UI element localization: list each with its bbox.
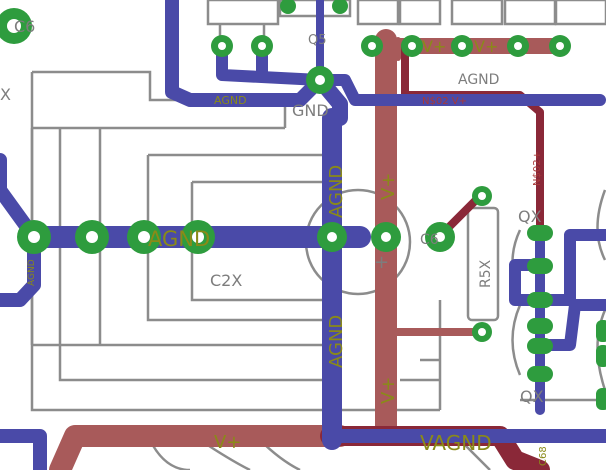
pad-agnd-1 xyxy=(17,220,51,254)
label-x-left: X xyxy=(0,85,11,104)
label-c6-mid: C6 xyxy=(420,232,439,248)
pad-resistor-top xyxy=(472,186,492,206)
label-c6-top-left: C6 xyxy=(14,17,35,36)
top-component-body-5 xyxy=(450,0,504,26)
pad-top-row-3 xyxy=(451,35,473,57)
pad-resistor-bottom xyxy=(472,322,492,342)
label-agnd-vertical-upper: AGND xyxy=(326,165,347,218)
label-qx-bottom: QX xyxy=(520,387,544,406)
top-component-body-7 xyxy=(554,0,606,26)
pad-cap-minus xyxy=(317,222,347,252)
agnd-left-trace xyxy=(0,153,41,307)
pad-q-2 xyxy=(527,258,553,274)
pad-q-5 xyxy=(527,338,553,354)
pads-layer xyxy=(0,0,606,410)
label-vagnd-bottom: VAGND xyxy=(420,431,492,455)
label-vplus-a: V+ xyxy=(422,37,446,56)
label-vplus-b: V+ xyxy=(474,37,498,56)
pad-top-2 xyxy=(251,35,273,57)
label-qx-top: QX xyxy=(518,207,542,226)
label-agnd-top-right: AGND xyxy=(458,72,499,88)
pad-c6-mid xyxy=(425,222,455,252)
labels-layer: C6 Q5 AGND GND N$02 V+ V+ V+ AGND N$02+ … xyxy=(0,17,549,466)
pad-right-edge-2 xyxy=(596,345,606,367)
pad-right-edge-1 xyxy=(596,320,606,342)
pad-top-row-4 xyxy=(507,35,529,57)
pad-agnd-2 xyxy=(75,220,109,254)
pad-q-3 xyxy=(527,292,553,308)
pad-agnd-4 xyxy=(181,220,215,254)
pad-top-4 xyxy=(332,0,348,14)
transistor-outline-bottom xyxy=(511,304,522,376)
pad-top-3 xyxy=(280,0,296,14)
pad-right-edge-3 xyxy=(596,388,606,410)
label-gnd: GND xyxy=(292,101,329,120)
label-agnd-small-top: AGND xyxy=(214,94,247,107)
label-c68: C68 xyxy=(538,446,549,466)
resistor-outline xyxy=(466,206,500,322)
pad-gnd xyxy=(306,66,334,94)
top-component-body-3 xyxy=(356,0,400,26)
label-q5: Q5 xyxy=(308,33,327,48)
q-lower-trace xyxy=(534,299,606,351)
pad-q-1 xyxy=(527,225,553,241)
agnd-top-left-trace xyxy=(165,0,327,107)
label-agnd-big: AGND xyxy=(148,227,210,251)
label-vplus-vertical-upper: V+ xyxy=(378,173,399,200)
top-component-body-2 xyxy=(278,0,352,18)
vplus-bottom-trace xyxy=(49,425,351,470)
top-component-body-1 xyxy=(206,0,280,26)
label-vplus-bottom: V+ xyxy=(214,432,241,453)
pad-q-6 xyxy=(527,366,553,382)
pad-top-row-2 xyxy=(401,35,423,57)
pad-top-row-5 xyxy=(549,35,571,57)
top-component-body-6 xyxy=(503,0,557,26)
pad-q-4 xyxy=(527,318,553,334)
net-n02-trace-layer xyxy=(320,42,550,470)
pad-top-row-1 xyxy=(361,35,383,57)
top-component-body-4 xyxy=(398,0,442,26)
pad-top-1 xyxy=(211,35,233,57)
label-vplus-vertical-lower: V+ xyxy=(378,377,399,404)
label-cap-plus-sign: + xyxy=(374,252,389,273)
label-c2x: C2X xyxy=(210,271,242,290)
label-r5x: R5X xyxy=(478,259,494,288)
pad-agnd-3 xyxy=(127,220,161,254)
label-small-left-vertical: AGND xyxy=(27,259,37,286)
pad-cap-plus xyxy=(371,222,401,252)
silkscreen-layer xyxy=(30,0,606,470)
label-n02-right: N$02+ xyxy=(532,151,543,186)
label-agnd-vertical-lower: AGND xyxy=(326,315,347,368)
label-n02-vplus: N$02 V+ xyxy=(422,96,467,107)
